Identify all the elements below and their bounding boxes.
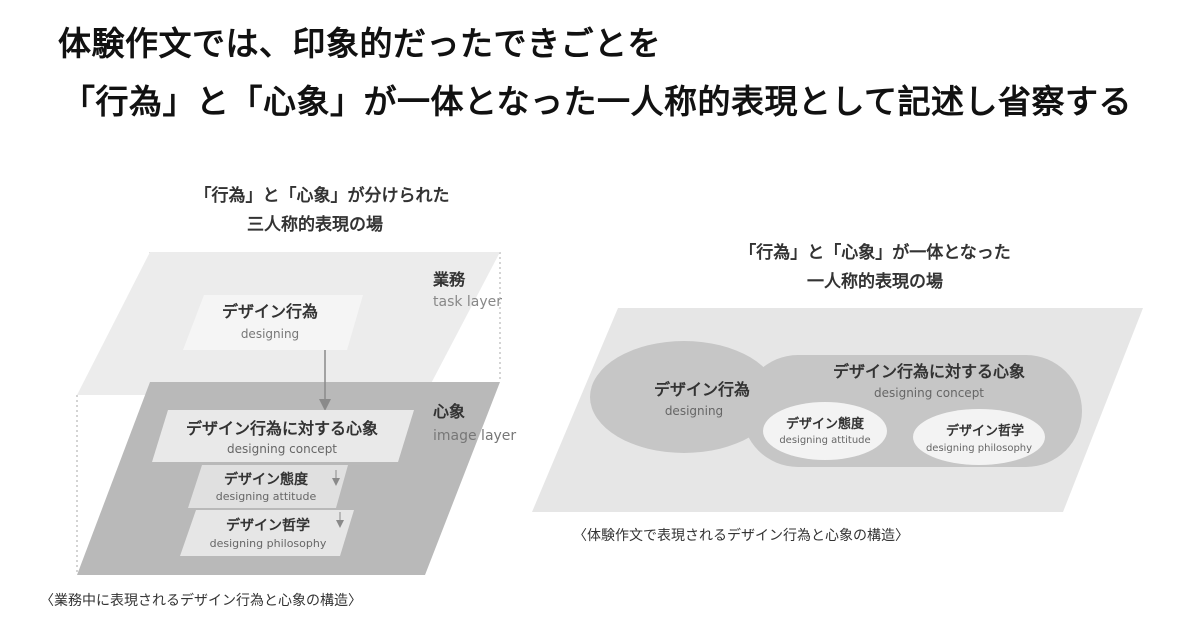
attitude-label-jp: デザイン態度 <box>224 471 309 488</box>
headline-line-2: 「行為」と「心象」が一体となった一人称的表現として記述し省察する <box>62 82 1133 121</box>
right-designing-label-en: designing <box>665 404 723 418</box>
left-title-line2: 三人称的表現の場 <box>247 214 383 235</box>
right-philosophy-label-jp: デザイン哲学 <box>946 423 1024 439</box>
task-layer-label-en: task layer <box>433 294 502 310</box>
right-concept-label-en: designing concept <box>874 386 984 400</box>
concept-label-en: designing concept <box>227 442 337 456</box>
philosophy-label-en: designing philosophy <box>210 537 327 550</box>
right-attitude-label-en: designing attitude <box>779 435 870 446</box>
left-caption: 〈業務中に表現されるデザイン行為と心象の構造〉 <box>40 592 362 609</box>
right-caption: 〈体験作文で表現されるデザイン行為と心象の構造〉 <box>573 527 909 544</box>
right-title-line2: 一人称的表現の場 <box>807 271 943 292</box>
image-layer-label-en: image layer <box>433 428 516 444</box>
attitude-card <box>188 465 348 508</box>
right-attitude-label-jp: デザイン態度 <box>786 416 865 432</box>
concept-card <box>152 410 414 462</box>
philosophy-card <box>180 510 354 556</box>
left-title-line1: 「行為」と「心象」が分けられた <box>195 185 450 206</box>
right-diagram: 「行為」と「心象」が一体となった 一人称的表現の場 デザイン行為 designi… <box>532 242 1143 544</box>
philosophy-ellipse <box>913 409 1045 465</box>
designing-label-jp: デザイン行為 <box>222 302 318 321</box>
image-layer-label-jp: 心象 <box>433 402 465 421</box>
attitude-ellipse <box>763 402 887 460</box>
designing-label-en: designing <box>241 327 299 341</box>
designing-ellipse <box>590 341 778 453</box>
concept-label-jp: デザイン行為に対する心象 <box>186 419 378 438</box>
right-concept-label-jp: デザイン行為に対する心象 <box>833 362 1025 381</box>
right-philosophy-label-en: designing philosophy <box>926 443 1032 454</box>
right-title-line1: 「行為」と「心象」が一体となった <box>739 242 1011 263</box>
task-layer-label-jp: 業務 <box>432 270 466 289</box>
designing-card <box>183 295 363 350</box>
right-designing-label-jp: デザイン行為 <box>654 380 750 399</box>
attitude-label-en: designing attitude <box>216 490 317 503</box>
left-diagram: 「行為」と「心象」が分けられた 三人称的表現の場 業務 task layer 心… <box>40 185 516 609</box>
philosophy-label-jp: デザイン哲学 <box>226 517 310 534</box>
headline-line-1: 体験作文では、印象的だったできごとを <box>58 24 661 63</box>
